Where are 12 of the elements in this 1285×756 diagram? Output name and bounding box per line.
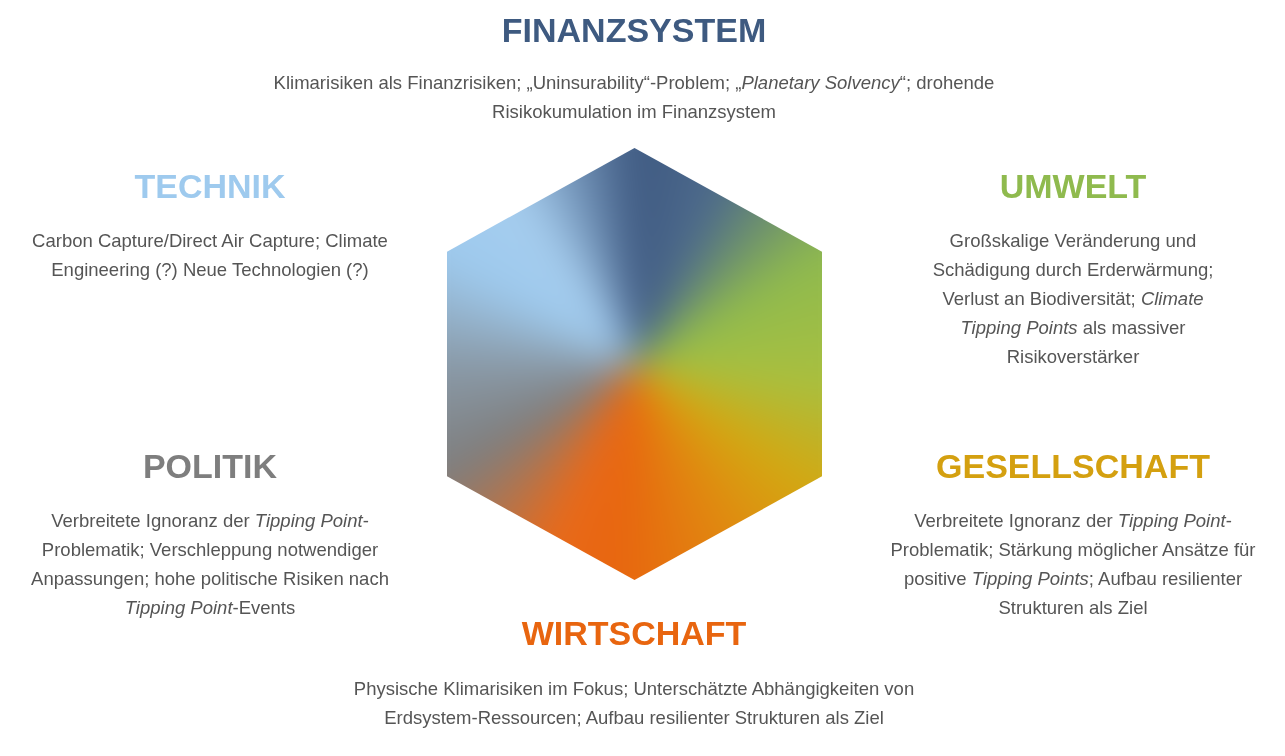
section-text: Verbreitete Ignoranz der Tipping Point-Problematik; Verschleppung notwendiger Anpassungen; hohe politische Risiken nach Tipping Point-Events	[30, 509, 390, 620]
section-heading: UMWELT	[999, 166, 1147, 206]
section-heading: POLITIK	[142, 446, 278, 486]
section-heading: FINANZSYSTEM	[501, 10, 767, 50]
section-text: Großskalige Veränderung und Schädigung durch Erderwärmung; Verlust an Biodiversität; Climate Tipping Points als massiver Risikoverstärker	[931, 229, 1215, 369]
section-text: Klimarisiken als Finanzrisiken; „Uninsurability“-Problem; „Planetary Solvency“; drohende Risikokumulation im Finanzsystem	[272, 71, 996, 124]
section-text: Carbon Capture/Direct Air Capture; Climate Engineering (?) Neue Technologien (?)	[31, 229, 389, 282]
section-heading: WIRTSCHAFT	[521, 613, 747, 653]
section-heading: GESELLSCHAFT	[936, 446, 1210, 486]
section-heading: TECHNIK	[134, 166, 286, 206]
section-text: Physische Klimarisiken im Fokus; Unterschätzte Abhängigkeiten von Erdsystem-Ressourcen; Aufbau resilienter Strukturen als Ziel	[352, 677, 916, 730]
section-text: Verbreitete Ignoranz der Tipping Point-Problematik; Stärkung möglicher Ansätze für positive Tipping Points; Aufbau resilienter Strukturen als Ziel	[889, 509, 1257, 620]
